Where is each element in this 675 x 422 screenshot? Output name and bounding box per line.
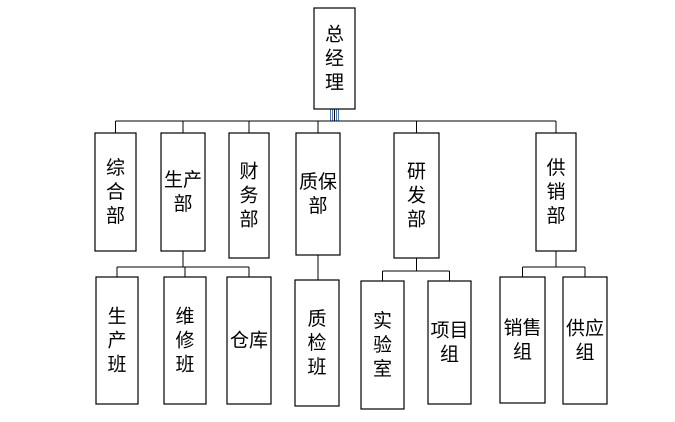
node-xiangmuzu: 项目组 [427,280,472,405]
node-cangku: 仓库 [226,276,272,405]
node-shiyanshi: 实验室 [360,280,405,410]
node-box [163,276,207,405]
node-label-line: 质 [307,308,326,330]
node-label-line: 研 [407,161,426,183]
node-zhibao: 质保部 [295,132,341,256]
node-label-line: 修 [175,330,194,352]
connectors [115,109,586,281]
node-shengchan: 生产部 [160,132,206,252]
nodes: 总经理综合部生产部生产班维修班仓库财务部质保部质检班研发部实验室项目组供销部销售… [94,7,608,410]
node-box [393,132,440,259]
node-label-line: 务 [239,185,258,207]
node-label-line: 检 [307,332,326,354]
node-label-line: 理 [325,72,344,94]
node-gongyingzu: 供应组 [562,276,608,405]
node-label-line: 生 [107,306,126,328]
node-label-line: 部 [407,209,426,231]
node-yanfa: 研发部 [393,132,440,259]
node-label-line: 综 [106,157,125,179]
node-label-line: 发 [407,185,426,207]
node-label-line: 部 [239,209,258,231]
node-box [535,132,577,252]
node-label-line: 仓库 [230,330,268,352]
node-box [360,280,405,410]
node-label-line: 销 [546,181,565,203]
node-zhijianban: 质检班 [294,279,340,407]
node-label-line: 部 [546,205,565,227]
node-box [94,132,137,252]
node-label-line: 组 [575,342,594,364]
node-box [427,280,472,405]
node-label-line: 班 [307,356,326,378]
node-label-line: 部 [173,193,192,215]
node-label-line: 维 [175,306,194,328]
node-label-line: 总 [325,24,344,46]
node-label-line: 供 [546,157,565,179]
node-label-line: 财 [239,161,258,183]
node-box [294,279,340,407]
node-label-line: 产 [107,330,126,352]
node-xiaoshouzu: 销售组 [499,276,546,404]
node-label-line: 部 [106,205,125,227]
node-label-line: 合 [106,181,125,203]
node-zonghe: 综合部 [94,132,137,252]
node-box [228,132,270,259]
node-weixiuban: 维修班 [163,276,207,405]
node-label-line: 经 [325,48,344,70]
node-label-line: 部 [308,195,327,217]
node-box [95,276,139,405]
node-caiwu: 财务部 [228,132,270,259]
node-label-line: 实 [373,310,392,332]
node-box [313,7,356,110]
node-box [160,132,206,252]
node-box [226,276,272,405]
node-shengchanban: 生产班 [95,276,139,405]
node-box [562,276,608,405]
node-label-line: 销售 [503,317,541,339]
node-box [499,276,546,404]
node-label-line: 组 [440,344,459,366]
node-label-line: 班 [175,354,194,376]
node-label-line: 供应 [566,318,604,340]
node-label-line: 组 [513,341,532,363]
node-label-line: 质保 [299,171,337,193]
node-label-line: 班 [107,354,126,376]
node-label-line: 生产 [164,169,202,191]
node-label-line: 室 [373,358,392,380]
node-gongxiao: 供销部 [535,132,577,252]
node-box [295,132,341,256]
node-label-line: 验 [373,334,392,356]
node-gm: 总经理 [313,7,356,110]
node-label-line: 项目 [430,320,468,342]
